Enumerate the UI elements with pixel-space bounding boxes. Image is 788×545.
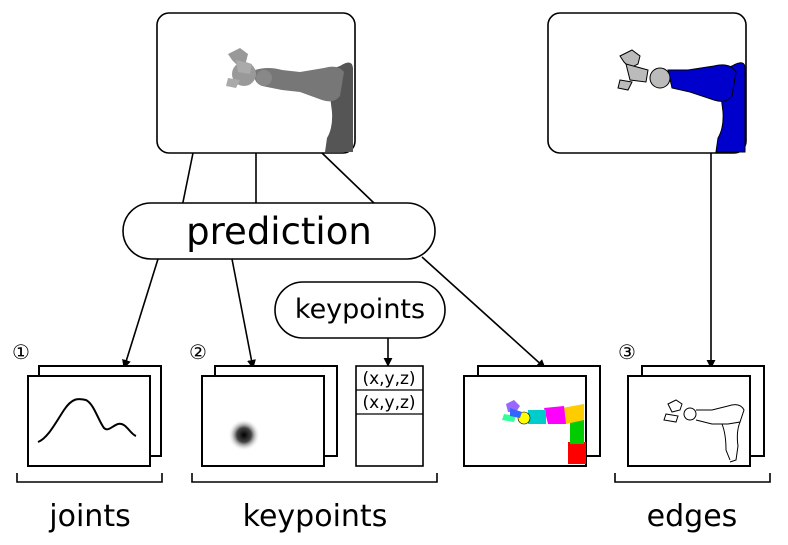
- input-depth-image: [156, 12, 356, 154]
- prediction-node: prediction: [122, 202, 436, 260]
- coordinate-list: (x,y,z) (x,y,z): [355, 365, 424, 467]
- arrow-to-segmentation: [421, 256, 546, 369]
- heatmap-stack: ②: [189, 340, 338, 467]
- connector-input-to-prediction-3: [321, 152, 377, 206]
- marker-2: ②: [189, 340, 207, 364]
- group-label-edges: edges: [647, 499, 738, 534]
- prediction-output-arrows: [122, 256, 546, 369]
- robot-rgb-render: [617, 49, 746, 153]
- joints-stack: ①: [12, 340, 162, 467]
- arrow-to-joints: [122, 258, 159, 369]
- keypoint-heat-blob: [228, 419, 260, 451]
- connector-input-to-prediction-1: [181, 152, 194, 208]
- segmentation-stack: [463, 365, 601, 467]
- group-label-keypoints: keypoints: [243, 499, 388, 534]
- coord-row-1: (x,y,z): [362, 369, 415, 389]
- group-label-joints: joints: [48, 499, 130, 534]
- marker-3: ③: [618, 340, 636, 364]
- marker-1: ①: [12, 340, 30, 364]
- bracket-joints: [16, 473, 163, 483]
- keypoints-bubble-label: keypoints: [295, 294, 425, 325]
- bracket-edges: [614, 473, 771, 483]
- input-rgb-image: [547, 12, 747, 154]
- prediction-label: prediction: [186, 210, 372, 253]
- robot-edge-drawing: [663, 399, 745, 463]
- edges-stack: ③: [618, 340, 765, 467]
- robot-depth-render: [226, 48, 353, 152]
- bracket-keypoints: [191, 473, 438, 483]
- group-brackets: [16, 473, 771, 483]
- keypoints-bubble: keypoints: [274, 281, 446, 339]
- coord-row-2: (x,y,z): [362, 393, 415, 413]
- robot-segmentation: [502, 400, 586, 464]
- prediction-connectors: [181, 152, 377, 208]
- arrow-to-heatmap: [231, 258, 256, 369]
- joint-curve: [37, 398, 137, 443]
